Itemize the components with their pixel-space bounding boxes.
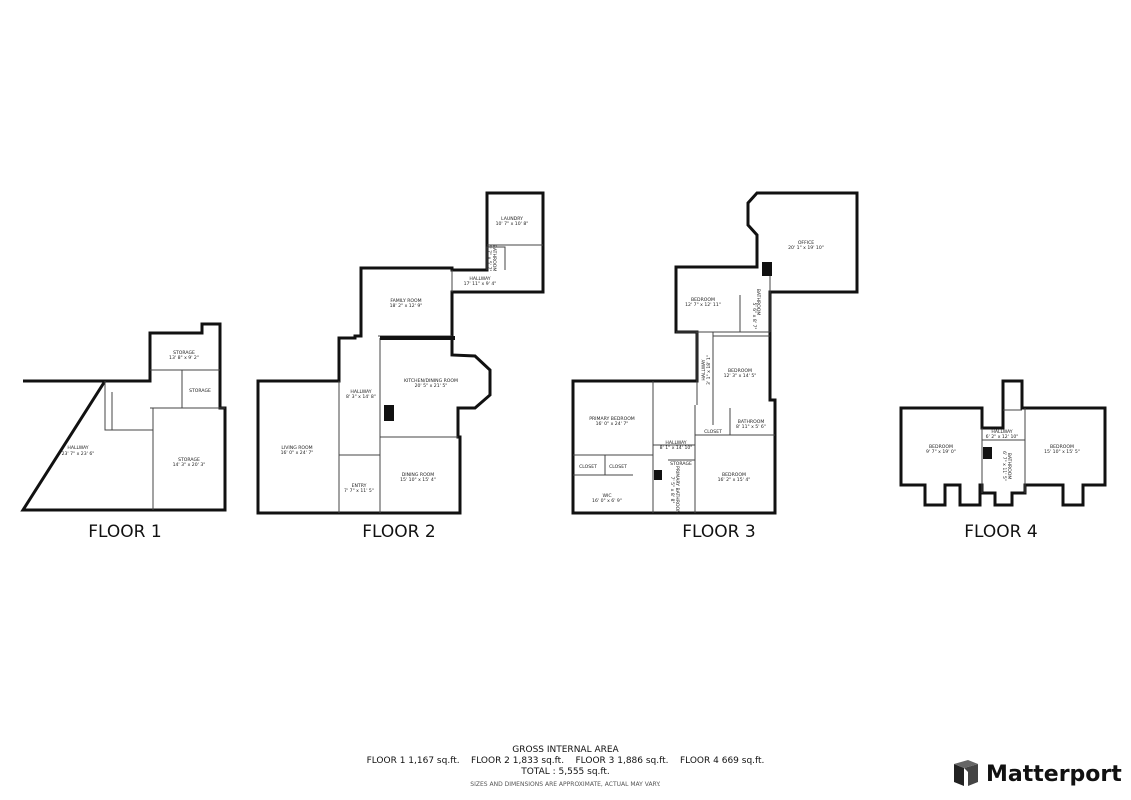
room-dims: 18' 2" x 12' 9" — [390, 303, 423, 309]
floor-3-plan: OFFICE 20' 1" x 19' 10" BEDROOM 12' 7" x… — [571, 191, 859, 542]
room-label: HALLWAY — [701, 359, 707, 380]
room-label: STORAGE — [189, 388, 211, 394]
room-dims: 8' 3" x 14' 8" — [346, 394, 376, 400]
floor-1-plan: HALLWAY 23' 7" x 23' 6" STORAGE 13' 8" x… — [20, 322, 227, 542]
room-dims: 6' 2" x 12' 10" — [986, 434, 1019, 440]
room-dims: 15' 10" x 15' 5" — [1044, 449, 1080, 455]
room-label: KITCHEN/DINING ROOM — [404, 378, 458, 384]
floor-title: FLOOR 1 — [88, 522, 161, 542]
room-label: DINING ROOM — [402, 472, 435, 478]
room-label: BEDROOM — [722, 472, 746, 478]
room-label: BEDROOM — [691, 297, 715, 303]
room-label: CLOSET — [609, 464, 627, 470]
room-dims: 7' 5" x 8' 8" — [669, 476, 675, 503]
room-label: HALLWAY — [350, 389, 371, 395]
room-dims: 16' 0" x 24' 7" — [596, 421, 629, 427]
room-dims: 15' 10" x 15' 4" — [400, 477, 436, 483]
room-label: BEDROOM — [929, 444, 953, 450]
room-dims: 6' 7" x 11' 5" — [1001, 451, 1007, 481]
room-label: PRIMARY BEDROOM — [589, 416, 635, 422]
room-dims: 3' 1" x 18' 1" — [706, 355, 712, 385]
floor-title: FLOOR 3 — [682, 522, 755, 542]
room-label: FAMILY ROOM — [390, 298, 421, 304]
room-dims: 12' 7" x 12' 11" — [685, 302, 721, 308]
room-dims: 17' 11" x 9' 4" — [464, 281, 497, 287]
room-dims: 20' 1" x 19' 10" — [788, 245, 824, 251]
room-label: STORAGE — [173, 350, 195, 356]
room-dims: 5' 7" x 5' 7" — [486, 244, 492, 271]
room-dims: 16' 2" x 15' 4" — [718, 477, 751, 483]
disclaimer: SIZES AND DIMENSIONS ARE APPROXIMATE, AC… — [470, 781, 661, 788]
room-label: LAUNDRY — [501, 216, 523, 222]
room-label: PRIMARY BATHROOM — [674, 466, 680, 514]
room-label: ENTRY — [352, 483, 367, 489]
room-label: STORAGE — [178, 457, 200, 463]
room-dims: 16' 0" x 24' 7" — [281, 450, 314, 456]
room-dims: 5' 6" x 8' 7" — [751, 302, 757, 329]
room-dims: 16' 0" x 6' 9" — [592, 498, 622, 504]
brand-logo: Matterport — [952, 760, 1122, 788]
room-label: HALLWAY — [67, 445, 88, 451]
room-label: CLOSET — [579, 464, 597, 470]
room-label: WIC — [602, 493, 611, 499]
room-dims: 20' 5" x 21' 5" — [415, 383, 448, 389]
room-dims: 23' 7" x 23' 6" — [62, 451, 95, 457]
room-dims: 7' 7" x 11' 5" — [344, 488, 374, 494]
room-dims: 8' 1" x 14' 10" — [660, 445, 693, 451]
room-label: BATHROOM — [1006, 453, 1012, 480]
room-dims: 9' 7" x 19' 0" — [926, 449, 956, 455]
room-label: OFFICE — [798, 240, 814, 246]
room-label: CLOSET — [704, 429, 722, 435]
matterport-logo-icon — [954, 760, 978, 786]
brand-name: Matterport — [986, 761, 1122, 787]
floor-4-plan: BEDROOM 9' 7" x 19' 0" HALLWAY 6' 2" x 1… — [899, 379, 1107, 542]
room-label: LIVING ROOM — [281, 445, 312, 451]
room-label: BEDROOM — [1050, 444, 1074, 450]
room-label: HALLWAY — [665, 440, 686, 446]
total-area: TOTAL : 5,555 sq.ft. — [521, 767, 610, 777]
room-label: HALLWAY — [991, 429, 1012, 435]
floor-areas: FLOOR 1 1,167 sq.ft. FLOOR 2 1,833 sq.ft… — [366, 756, 765, 766]
area-heading: GROSS INTERNAL AREA — [512, 745, 619, 755]
room-label: HALLWAY — [469, 276, 490, 282]
room-label: BATHROOM — [491, 245, 497, 272]
room-label: BEDROOM — [728, 368, 752, 374]
floor-title: FLOOR 2 — [362, 522, 435, 542]
room-label: STORAGE — [670, 461, 692, 467]
room-dims: 8' 11" x 5' 6" — [736, 424, 766, 430]
room-label: BATHROOM — [738, 419, 765, 425]
floor-title: FLOOR 4 — [964, 522, 1037, 542]
room-dims: 14' 3" x 20' 3" — [173, 462, 206, 468]
room-label: BATHROOM — [755, 289, 761, 316]
room-dims: 13' 8" x 9' 2" — [169, 355, 199, 361]
room-dims: 10' 7" x 10' 8" — [496, 221, 529, 227]
floor-2-plan: LAUNDRY 10' 7" x 10' 8" BATHROOM 5' 7" x… — [256, 191, 545, 542]
room-dims: 12' 3" x 14' 5" — [724, 373, 757, 379]
